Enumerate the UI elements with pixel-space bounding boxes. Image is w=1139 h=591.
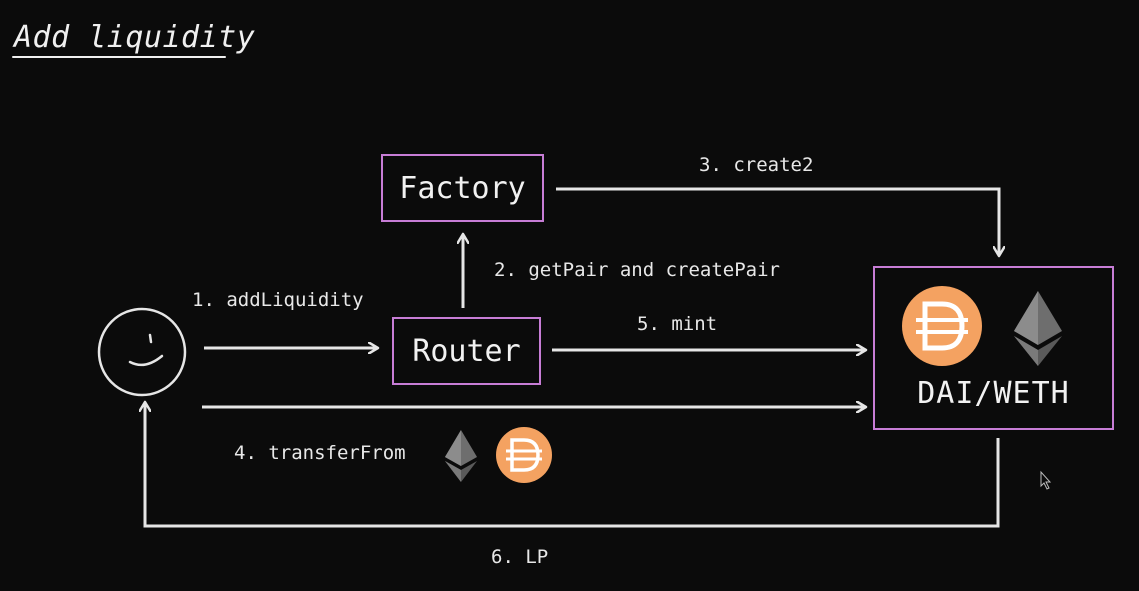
dai-icon: [902, 286, 982, 366]
arrow-lp: [145, 402, 1000, 528]
title-underline: [12, 56, 226, 58]
edge-label-get-pair: 2. getPair and createPair: [494, 259, 780, 281]
edge-label-mint: 5. mint: [637, 313, 718, 335]
factory-node: Factory: [381, 154, 544, 222]
edge-label-transfer-from: 4. transferFrom: [234, 442, 406, 464]
eth-icon: [445, 430, 477, 482]
factory-label: Factory: [399, 170, 526, 206]
router-node: Router: [392, 317, 541, 385]
eth-icon: [1014, 291, 1062, 366]
dai-icon: [496, 427, 552, 483]
router-label: Router: [412, 333, 521, 369]
edge-label-lp: 6. LP: [491, 546, 549, 568]
edge-label-create2: 3. create2: [699, 154, 814, 176]
pool-node: DAI/WETH: [873, 266, 1114, 430]
diagram-title: Add liquidity: [14, 20, 256, 55]
cursor-icon: [1040, 470, 1052, 490]
pool-label: DAI/WETH: [917, 376, 1070, 411]
edge-label-add-liquidity: 1. addLiquidity: [192, 289, 364, 311]
user-smiley-icon: [97, 307, 187, 397]
arrow-create2: [556, 187, 999, 256]
